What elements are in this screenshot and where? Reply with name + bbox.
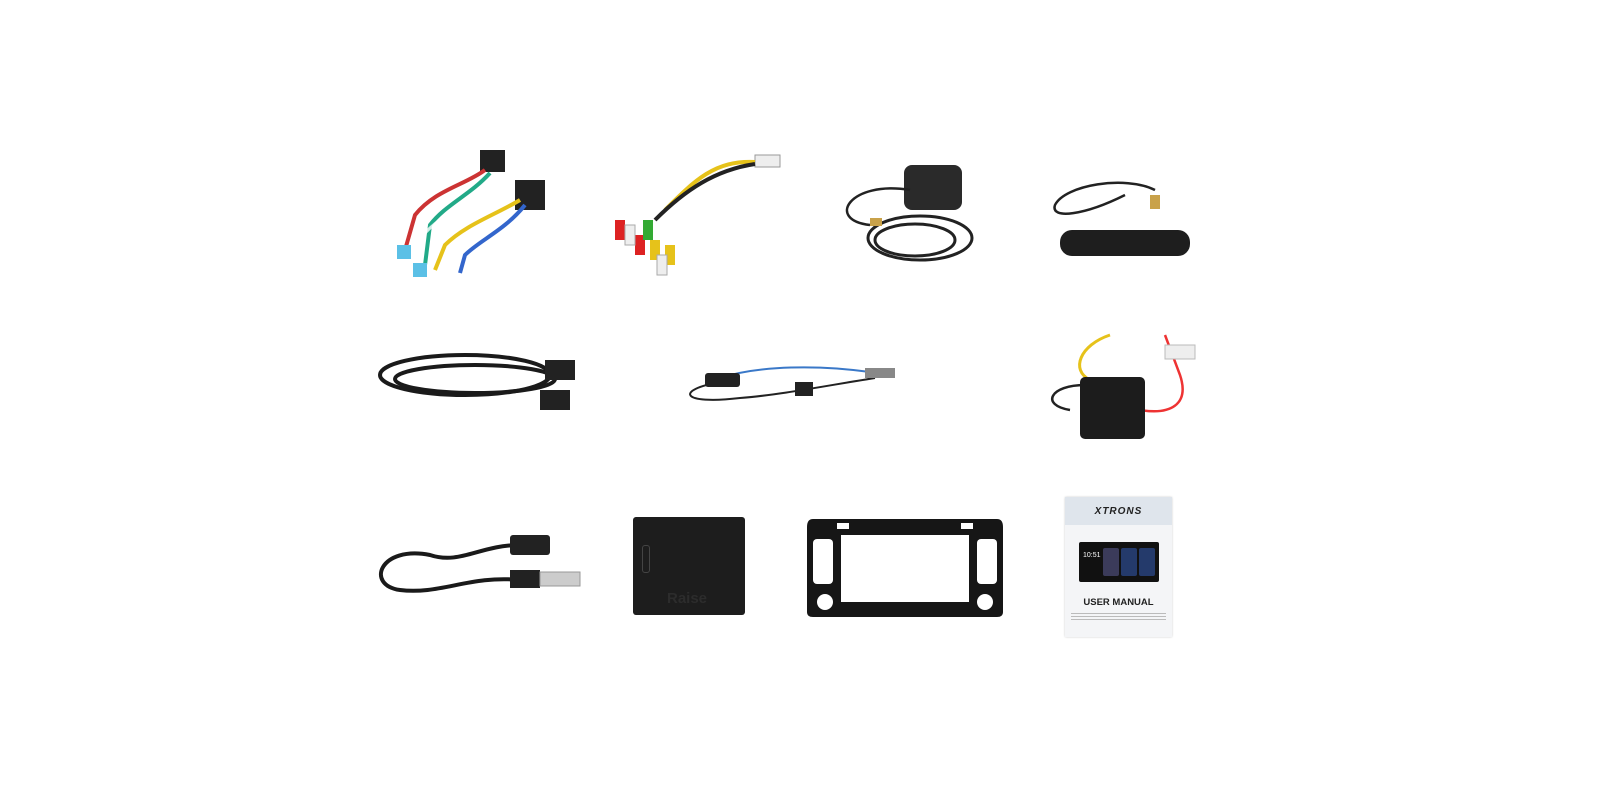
- wiring-harness: [385, 145, 565, 285]
- brand-logo: XTRONS: [1094, 505, 1143, 517]
- fine-print: [1071, 613, 1166, 614]
- manual-title: USER MANUAL: [1083, 597, 1154, 608]
- usb-extension-cable: [375, 345, 590, 420]
- user-manual: XTRONS 10:51 USER MANUAL: [1065, 497, 1172, 637]
- raise-can-box: Raise: [633, 517, 745, 615]
- antenna-adapter: [680, 360, 915, 405]
- head-unit-screen-image: 10:51: [1079, 542, 1159, 582]
- manual-header: XTRONS: [1065, 497, 1172, 525]
- usb-cable: [370, 525, 585, 605]
- power-filter-box: [1030, 325, 1205, 445]
- gps-antenna: [830, 160, 980, 270]
- raise-logo: Raise: [667, 590, 708, 607]
- radio-antenna: [1045, 175, 1195, 265]
- dash-frame: [805, 517, 1005, 619]
- clock-text: 10:51: [1083, 552, 1101, 559]
- rca-cable: [605, 150, 785, 280]
- connector-port: [642, 545, 650, 573]
